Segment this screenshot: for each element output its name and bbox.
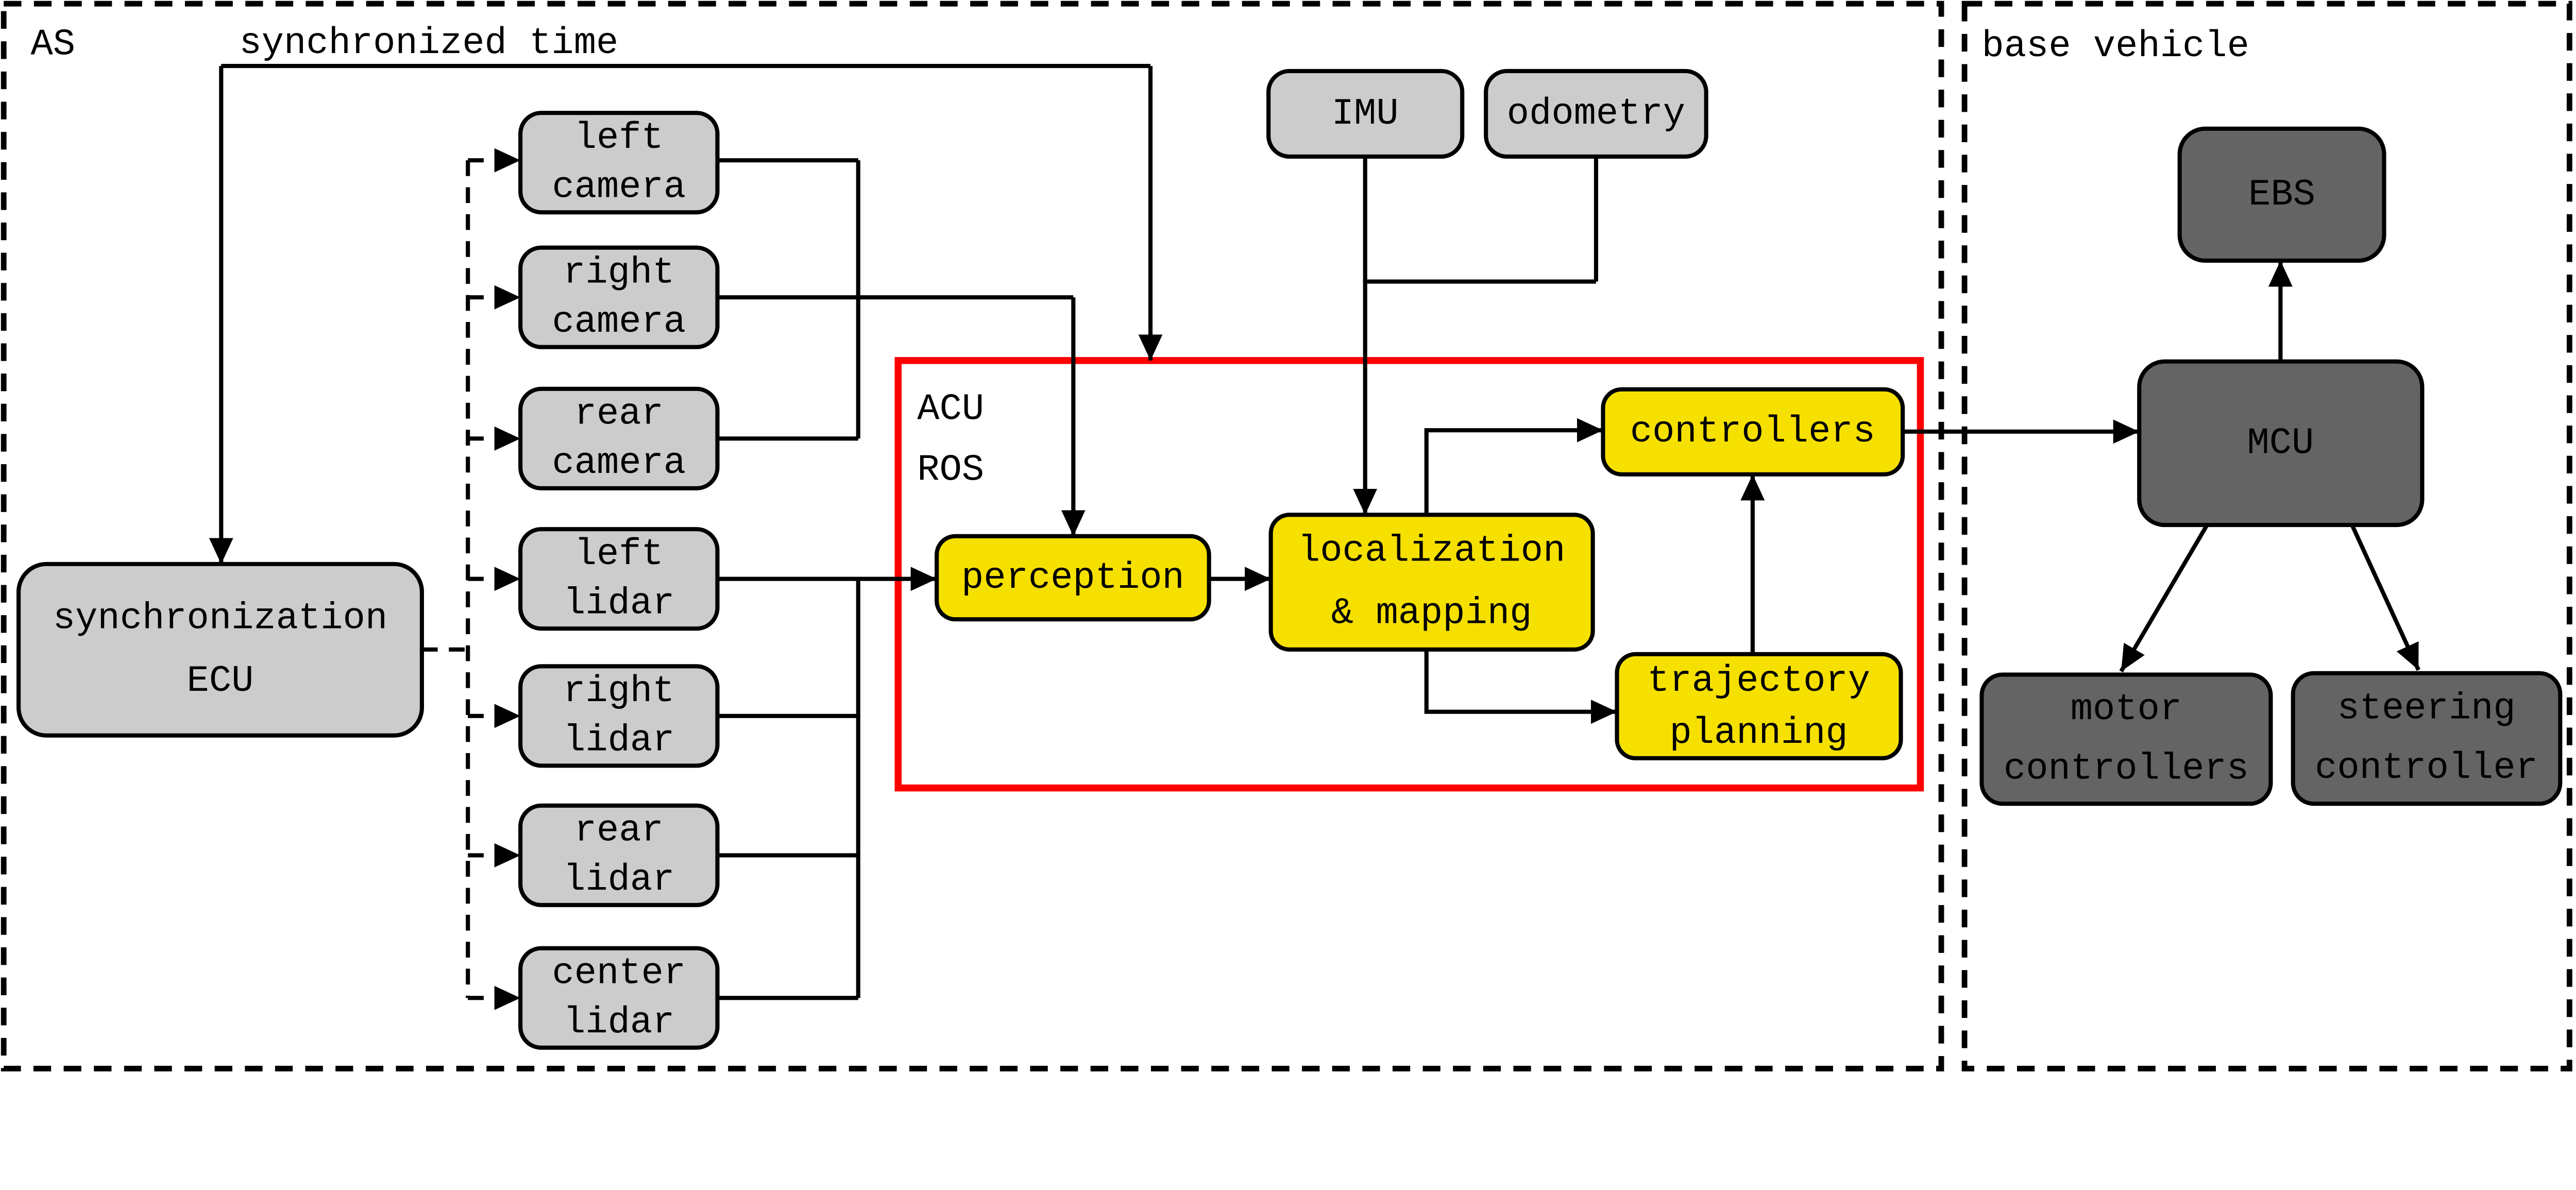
base-vehicle-region-boundary bbox=[1961, 1, 2572, 1072]
localization-mapping-label-line1: localization bbox=[1298, 530, 1565, 572]
steering-controller-label-line2: controller bbox=[2315, 747, 2538, 789]
node-left-lidar: left lidar bbox=[518, 527, 720, 631]
right-camera-label-line1: right bbox=[563, 251, 674, 294]
edge-localization-to-controllers bbox=[1424, 418, 1603, 515]
acu-label: ACU bbox=[917, 388, 984, 431]
acu-ros-highlight-frame bbox=[894, 357, 1924, 792]
right-lidar-label-line2: lidar bbox=[563, 720, 674, 762]
left-lidar-label-line1: left bbox=[574, 533, 664, 575]
node-rear-lidar: rear lidar bbox=[518, 803, 720, 907]
synchronization-ecu-label-line1: synchronization bbox=[53, 597, 387, 639]
motor-controllers-label-line1: motor bbox=[2071, 688, 2182, 730]
right-camera-box bbox=[518, 245, 720, 349]
synchronization-ecu-label-line2: ECU bbox=[187, 660, 254, 702]
center-lidar-label-line1: center bbox=[552, 952, 686, 994]
steering-controller-box bbox=[2291, 671, 2563, 806]
motor-controllers-label-line2: controllers bbox=[2004, 748, 2249, 790]
right-camera-label-line2: camera bbox=[552, 301, 686, 343]
node-perception: perception bbox=[935, 534, 1211, 622]
node-mcu: MCU bbox=[2137, 359, 2425, 528]
imu-box bbox=[1266, 69, 1465, 159]
base-vehicle-region-label: base vehicle bbox=[1981, 25, 2249, 67]
edge-localization-to-trajectory bbox=[1424, 649, 1617, 724]
node-rear-camera: rear camera bbox=[518, 386, 720, 490]
rear-camera-label-line1: rear bbox=[574, 393, 664, 435]
localization-mapping-box bbox=[1268, 513, 1595, 652]
node-ebs: EBS bbox=[2177, 126, 2386, 263]
as-region-label: AS bbox=[31, 24, 76, 66]
node-controllers: controllers bbox=[1601, 387, 1905, 477]
node-left-camera: left camera bbox=[518, 111, 720, 215]
diagram-svg: AS synchronized time ACU ROS base vehicl… bbox=[1, 1, 2572, 1072]
perception-box bbox=[935, 534, 1211, 622]
steering-controller-label-line1: steering bbox=[2337, 687, 2515, 729]
node-synchronization-ecu: synchronization ECU bbox=[16, 562, 424, 738]
localization-mapping-label-line2: & mapping bbox=[1331, 592, 1532, 634]
mcu-label: MCU bbox=[2247, 422, 2314, 464]
node-odometry: odometry bbox=[1484, 69, 1708, 159]
node-right-lidar: right lidar bbox=[518, 664, 720, 768]
synchronization-ecu-box bbox=[16, 562, 424, 738]
ebs-box bbox=[2177, 126, 2386, 263]
architecture-diagram: AS synchronized time ACU ROS base vehicl… bbox=[1, 1, 2572, 1072]
node-imu: IMU bbox=[1266, 69, 1465, 159]
controllers-box bbox=[1601, 387, 1905, 477]
left-lidar-label-line2: lidar bbox=[563, 583, 674, 625]
trajectory-planning-label-line1: trajectory bbox=[1647, 660, 1870, 702]
ebs-label: EBS bbox=[2248, 174, 2315, 216]
left-lidar-box bbox=[518, 527, 720, 631]
odometry-label: odometry bbox=[1507, 93, 1685, 135]
as-region-boundary bbox=[1, 1, 1944, 1072]
motor-controllers-box bbox=[1979, 672, 2273, 806]
node-localization-mapping: localization & mapping bbox=[1268, 513, 1595, 652]
right-lidar-label-line1: right bbox=[563, 670, 674, 712]
rear-camera-label-line2: camera bbox=[552, 442, 686, 484]
trajectory-planning-box bbox=[1615, 652, 1903, 760]
rear-lidar-label-line2: lidar bbox=[563, 859, 674, 901]
rear-camera-box bbox=[518, 386, 720, 490]
controllers-label: controllers bbox=[1630, 411, 1875, 453]
left-camera-box bbox=[518, 111, 720, 215]
center-lidar-box bbox=[518, 946, 720, 1050]
mcu-box bbox=[2137, 359, 2425, 528]
rear-lidar-label-line1: rear bbox=[574, 810, 664, 852]
center-lidar-label-line2: lidar bbox=[563, 1001, 674, 1044]
node-motor-controllers: motor controllers bbox=[1979, 672, 2273, 806]
ros-label: ROS bbox=[917, 449, 984, 491]
edge-mcu-to-motor bbox=[2119, 524, 2209, 673]
left-camera-label-line2: camera bbox=[552, 166, 686, 208]
node-center-lidar: center lidar bbox=[518, 946, 720, 1050]
edge-mcu-to-steering bbox=[2350, 524, 2420, 671]
right-lidar-box bbox=[518, 664, 720, 768]
perception-label: perception bbox=[961, 557, 1184, 599]
trajectory-planning-label-line2: planning bbox=[1669, 712, 1848, 754]
imu-label: IMU bbox=[1332, 93, 1399, 135]
left-camera-label-line1: left bbox=[574, 117, 664, 159]
node-steering-controller: steering controller bbox=[2291, 671, 2563, 806]
odometry-box bbox=[1484, 69, 1708, 159]
rear-lidar-box bbox=[518, 803, 720, 907]
synchronized-time-label: synchronized time bbox=[239, 22, 618, 64]
node-trajectory-planning: trajectory planning bbox=[1615, 652, 1903, 760]
node-right-camera: right camera bbox=[518, 245, 720, 349]
